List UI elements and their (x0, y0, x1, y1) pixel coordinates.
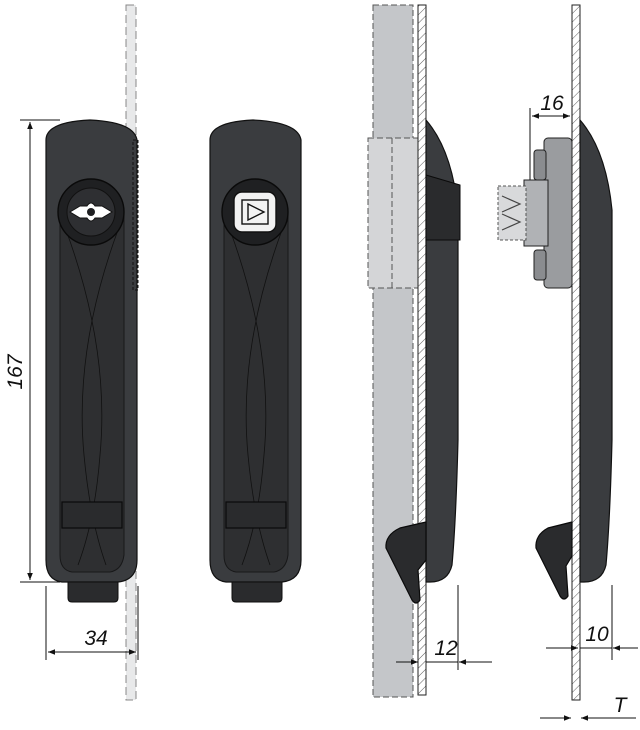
mounting-panel-2 (571, 4, 581, 701)
dimension-depth-open: 12 (434, 637, 458, 660)
cylinder-housing-hidden (367, 137, 419, 289)
handle-side-profile-2 (579, 118, 613, 583)
cylinder-key (497, 185, 527, 241)
bottom-tongue (67, 581, 119, 603)
insert-square (233, 191, 277, 233)
lever-hook-2 (535, 521, 573, 600)
dimension-cylinder-depth: 16 (540, 92, 564, 115)
dimension-thickness: T (614, 694, 629, 717)
bottom-tongue-2 (231, 581, 283, 603)
lever-hook (385, 521, 427, 604)
triangle-icon (247, 202, 266, 222)
handle-recess (59, 209, 125, 573)
latch-plate-2 (225, 501, 287, 529)
side-view-with-cylinder: 16 10 T (497, 4, 638, 721)
front-view-square-insert (209, 119, 302, 603)
side-view-with-door: 12 (367, 4, 492, 698)
dimension-height: 167 (4, 353, 27, 389)
door-frame (372, 4, 414, 698)
dimension-width: 34 (84, 627, 107, 650)
front-view-round-lock: 167 34 (4, 4, 139, 701)
dimension-depth-side: 10 (585, 623, 609, 646)
handle-recess-2 (223, 209, 289, 573)
latch-plate (61, 501, 123, 529)
